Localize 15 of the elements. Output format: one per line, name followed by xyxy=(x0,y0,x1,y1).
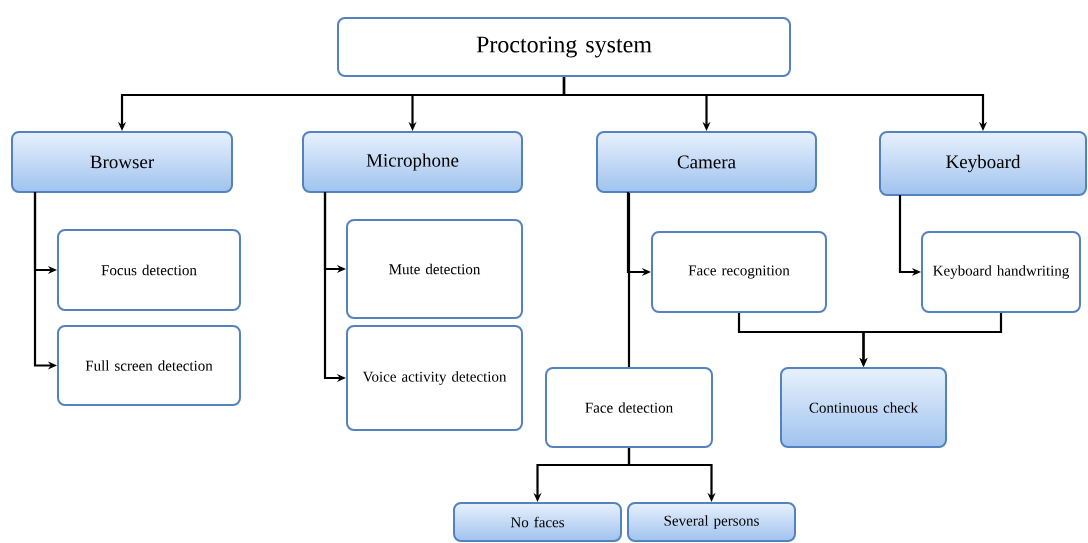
category-box: Several persons xyxy=(627,502,796,542)
category-box: No faces xyxy=(453,502,622,542)
label-box: Face detection xyxy=(545,367,713,448)
category-box: Continuous check xyxy=(780,367,947,448)
category-box: Microphone xyxy=(302,131,523,193)
label-box: Keyboard handwriting xyxy=(921,231,1081,313)
category-box: Keyboard xyxy=(879,131,1087,196)
category-box: Browser xyxy=(11,131,233,193)
label-box: Focus detection xyxy=(57,229,241,311)
label-box: Mute detection xyxy=(346,219,523,319)
label-box: Full screen detection xyxy=(57,325,241,406)
category-box: Camera xyxy=(596,131,817,193)
label-box: Proctoring system xyxy=(337,17,791,77)
label-box: Voice activity detection xyxy=(346,325,523,431)
label-box: Face recognition xyxy=(651,231,827,313)
